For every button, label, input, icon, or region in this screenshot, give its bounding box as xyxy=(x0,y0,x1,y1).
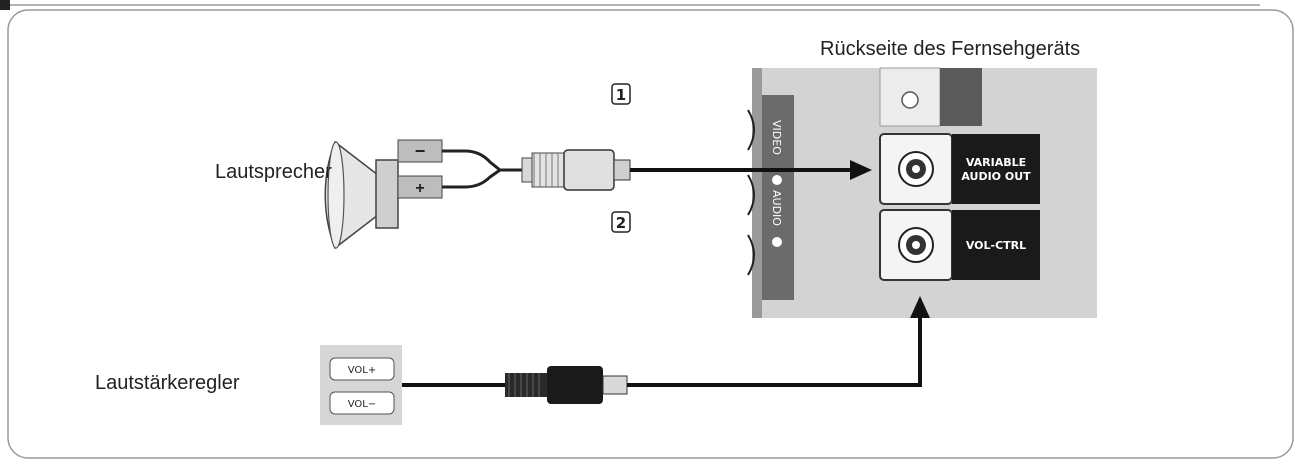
variable-audio-out-jack-pin xyxy=(912,165,920,173)
speaker-magnet xyxy=(375,159,399,229)
variable-audio-out-label-bg xyxy=(952,134,1040,204)
tv-label-strip xyxy=(762,95,794,300)
plug-boot xyxy=(521,157,533,183)
upper-jack xyxy=(901,91,919,109)
video-label: VIDEO xyxy=(770,120,783,155)
plug-sleeve xyxy=(613,159,631,181)
speaker-graphic: − + xyxy=(324,139,443,250)
vol-plus-button[interactable] xyxy=(329,357,395,381)
vol-minus-button[interactable] xyxy=(329,391,395,415)
vol-ctrl-label-bg xyxy=(952,210,1040,280)
terminal-plus-label: + xyxy=(415,180,424,197)
cable-to-vol-ctrl xyxy=(627,318,922,387)
corner-marker xyxy=(0,0,10,10)
speaker-label: Lautsprecher xyxy=(215,161,332,183)
variable-label-line1: VARIABLE xyxy=(966,156,1026,169)
step-1-number: 1 xyxy=(616,86,626,104)
plug-grip xyxy=(533,153,559,187)
audio-label: AUDIO xyxy=(770,190,783,226)
tv-back-label: Rückseite des Fernsehgeräts xyxy=(820,38,1080,60)
audio-label-group: AUDIO xyxy=(770,175,783,247)
plug2-head xyxy=(547,366,603,404)
plug2-boot xyxy=(505,373,547,397)
rca-plug-controller xyxy=(505,366,628,404)
vol-ctrl-jack-pin xyxy=(912,241,920,249)
plug2-sleeve xyxy=(602,375,628,395)
step-1-box xyxy=(611,83,631,105)
volume-controller: VOL+ VOL− xyxy=(320,345,402,425)
step-1-marker: 1 xyxy=(611,83,631,105)
volume-control-label: Lautstärkeregler xyxy=(95,372,240,394)
step-2-marker: 2 xyxy=(611,211,631,233)
vol-plus-label: VOL+ xyxy=(348,365,377,376)
wire-minus xyxy=(442,149,522,172)
plug-head xyxy=(563,149,615,191)
arrow-to-variable-audio-out xyxy=(850,160,872,180)
terminal-minus-label: − xyxy=(415,141,426,161)
port-hint-3 xyxy=(747,234,755,276)
diagram-frame xyxy=(7,9,1294,459)
rca-plug-speaker xyxy=(521,149,631,191)
audio-l-icon xyxy=(772,175,782,185)
port-hint-2 xyxy=(747,174,755,216)
variable-label-line2: AUDIO OUT xyxy=(961,170,1031,183)
speaker-rim xyxy=(327,141,345,249)
port-hint-1 xyxy=(747,109,755,151)
audio-r-icon xyxy=(772,237,782,247)
vol-ctrl-label: VOL-CTRL xyxy=(966,239,1026,252)
arrow-to-vol-ctrl xyxy=(910,296,930,318)
plug-body xyxy=(531,152,565,188)
upper-jack-label-bg xyxy=(940,68,982,126)
step-2-number: 2 xyxy=(616,214,626,232)
tv-panel-edge xyxy=(752,68,762,318)
plug2-grip xyxy=(508,373,540,397)
wire-plus xyxy=(442,168,501,189)
step-2-box xyxy=(611,211,631,233)
vol-minus-label: VOL− xyxy=(348,399,377,410)
tv-back-panel: VIDEO AUDIO VARIABLE AUDIO OUT xyxy=(747,67,1097,318)
